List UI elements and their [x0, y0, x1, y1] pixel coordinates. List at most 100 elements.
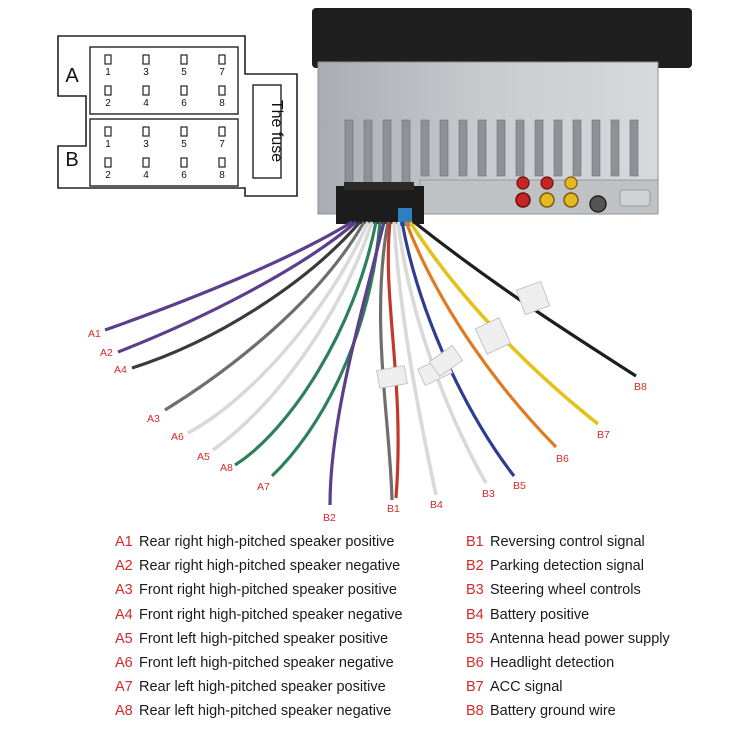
pin-number: 5: [181, 139, 187, 150]
legend-desc: Parking detection signal: [490, 558, 644, 575]
heat-sink-fin: [363, 119, 373, 185]
heat-sink-fin: [401, 119, 411, 185]
wire-bundle: [104, 220, 637, 506]
legend-desc: Steering wheel controls: [490, 582, 641, 599]
heat-sink-fin: [629, 119, 639, 177]
label-b2: B2: [323, 512, 336, 524]
row-b-label: B: [65, 149, 78, 171]
legend-code: A2: [115, 558, 133, 575]
row-b-box: [89, 118, 239, 187]
pin-socket: [142, 157, 150, 168]
heat-sink-fin: [553, 119, 563, 177]
legend-desc: Front left high-pitched speaker negative: [139, 654, 394, 671]
wire-a3: [164, 221, 366, 412]
pin-number: 6: [181, 170, 187, 181]
legend-row: B8 Battery ground wire: [466, 699, 670, 723]
legend-a-column: A1 Rear right high-pitched speaker positi…: [115, 530, 403, 724]
rca-jack-red: [515, 192, 531, 208]
legend-row: B1 Reversing control signal: [466, 530, 670, 554]
pin-number: 6: [181, 98, 187, 109]
fuse-box: [252, 84, 282, 179]
label-b7: B7: [597, 429, 610, 441]
head-unit: [312, 8, 692, 226]
heat-sink-fin: [496, 119, 506, 177]
legend-desc: Rear right high-pitched speaker positive: [139, 534, 395, 550]
pin-number: 4: [143, 98, 149, 109]
pin-number: 3: [143, 67, 149, 78]
legend-desc: Front right high-pitched speaker negativ…: [139, 606, 403, 623]
pin-socket: [104, 85, 112, 96]
legend-row: A6 Front left high-pitched speaker negati…: [115, 651, 403, 675]
pin-socket: [104, 54, 112, 65]
legend-code: A1: [115, 534, 133, 550]
label-a3: A3: [147, 413, 160, 425]
head-unit-front-panel: [312, 8, 692, 68]
legend-row: B5 Antenna head power supply: [466, 627, 670, 651]
label-a8: A8: [220, 462, 233, 474]
heat-sink-fin: [591, 119, 601, 177]
pin-number: 5: [181, 67, 187, 78]
pin-number: 2: [105, 170, 111, 181]
pin-number: 1: [105, 139, 111, 150]
legend-desc: Antenna head power supply: [490, 630, 670, 647]
heat-sink-fin: [515, 119, 525, 177]
legend-desc: Rear right high-pitched speaker negative: [139, 558, 401, 575]
wire-a2: [117, 220, 358, 354]
pin-socket: [142, 126, 150, 137]
pin-socket: [180, 126, 188, 137]
label-a5: A5: [197, 451, 210, 463]
legend-code: B2: [466, 558, 484, 575]
legend-desc: Battery ground wire: [490, 703, 616, 720]
heat-sink-fin: [572, 119, 582, 177]
wire-a4: [131, 220, 362, 370]
heat-sink-fin: [477, 119, 487, 177]
wire-a5: [211, 221, 374, 452]
legend-code: B1: [466, 534, 484, 550]
legend-row: B7 ACC signal: [466, 675, 670, 699]
pin-socket: [142, 54, 150, 65]
label-b5: B5: [513, 480, 526, 492]
legend-code: B6: [466, 654, 484, 671]
pin-socket: [218, 54, 226, 65]
wire-b1-red: [386, 221, 400, 499]
legend-desc: Headlight detection: [490, 654, 615, 671]
label-b8: B8: [634, 381, 647, 393]
pin-socket: [218, 157, 226, 168]
label-a1: A1: [88, 328, 101, 340]
legend-code: B7: [466, 679, 484, 696]
pin-number: 7: [219, 67, 225, 78]
pin-number: 3: [143, 139, 149, 150]
heat-sink-fin: [344, 119, 354, 185]
legend-desc: ACC signal: [490, 679, 563, 696]
legend-code: A4: [115, 606, 133, 623]
wire-b7: [408, 221, 600, 426]
row-a-box: [89, 46, 239, 115]
heat-sink-fin: [610, 119, 620, 177]
legend-code: B8: [466, 703, 484, 720]
wire-a6: [187, 221, 370, 435]
legend-code: B5: [466, 630, 484, 647]
legend-row: A4 Front right high-pitched speaker negat…: [115, 603, 403, 627]
pin-socket: [142, 85, 150, 96]
heat-sink-fin: [534, 119, 544, 177]
legend-code: A6: [115, 654, 133, 671]
legend-desc: Reversing control signal: [490, 534, 645, 550]
legend-row: A1 Rear right high-pitched speaker positi…: [115, 530, 403, 554]
heat-sink-fin: [439, 119, 449, 177]
wire-b2: [328, 221, 386, 506]
legend-row: B6 Headlight detection: [466, 651, 670, 675]
legend-row: A2 Rear right high-pitched speaker negati…: [115, 554, 403, 578]
wire-b4: [392, 221, 438, 496]
label-b4: B4: [430, 499, 443, 511]
label-a7: A7: [257, 481, 270, 493]
fuse-label: The fuse: [268, 100, 285, 162]
